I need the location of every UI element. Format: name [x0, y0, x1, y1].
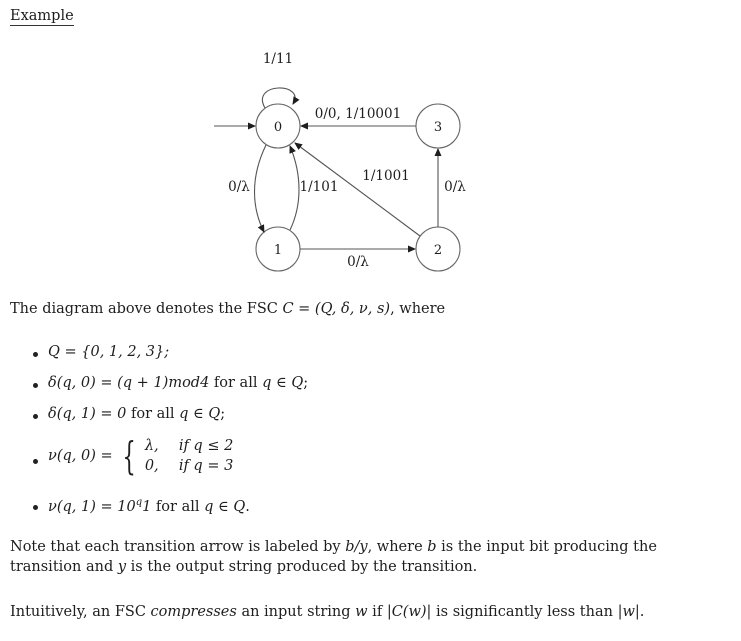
bullet-delta-1: δ(q, 1) = 0 for all q ∈ Q; [48, 406, 225, 422]
bullet-delta-0: δ(q, 0) = (q + 1)mod4 for all q ∈ Q; [48, 375, 308, 391]
states-set: Q = {0, 1, 2, 3}; [48, 344, 170, 360]
bullet-dot [33, 459, 38, 464]
edge-2-to-0 [294, 142, 421, 237]
note-paragraph: Note that each transition arrow is label… [10, 537, 729, 577]
nu-1-sup: q [135, 497, 143, 508]
intuition-emphasis: compresses [150, 604, 237, 620]
intuition-math-1: w [355, 604, 368, 620]
delta-1-end: ; [220, 406, 226, 422]
intro-math: C = (Q, δ, ν, s) [282, 301, 391, 317]
bullet-dot [33, 383, 38, 388]
nu-1-math2: q ∈ Q [204, 498, 246, 515]
bullet-dot [33, 352, 38, 357]
case-row-2: 0, if q = 3 [145, 456, 234, 476]
intro-pre: The diagram above denotes the FSC [10, 301, 283, 317]
note-text-2: , where [367, 539, 428, 555]
fsc-diagram: 0 1 2 3 1/11 0/0, 1/10001 0/λ 1/101 1/10… [214, 51, 466, 272]
delta-0-end: ; [303, 375, 309, 391]
case-2-value: 0, [144, 458, 159, 474]
intuition-text-5: . [639, 604, 645, 620]
note-text-1: Note that each transition arrow is label… [10, 539, 346, 555]
nu-1-math-end: 1 [142, 498, 152, 515]
section-heading: Example [10, 8, 74, 26]
edge-1-0-label: 1/101 [300, 179, 339, 195]
intuition-text-3: if [367, 604, 387, 620]
intro-post: , where [390, 301, 446, 317]
note-math-1: b/y [345, 539, 368, 555]
case-1-value: λ, [144, 438, 159, 454]
note-math-2: b [427, 539, 437, 555]
self-loop-edge [262, 87, 300, 109]
case-1-condition: if q ≤ 2 [178, 438, 234, 454]
delta-0-text: for all [209, 375, 263, 391]
nu-0-cases: λ, if q ≤ 2 0, if q = 3 [145, 436, 234, 476]
nu-1-text: for all [151, 498, 205, 515]
nu-0-lhs: ν(q, 0) = [48, 448, 113, 464]
edge-2-3-label: 0/λ [444, 179, 466, 195]
case-2-condition: if q = 3 [178, 458, 234, 474]
intuition-math-2: |C(w)| [386, 604, 432, 620]
bullet-dot [33, 505, 38, 510]
bullet-nu-0: ν(q, 0) = { λ, if q ≤ 2 0, if q = 3 [48, 436, 233, 476]
delta-1-math: δ(q, 1) = 0 [48, 406, 127, 422]
intuition-text-2: an input string [236, 604, 356, 620]
bullet-nu-1: ν(q, 1) = 10q1 for all q ∈ Q. [48, 497, 250, 515]
intuition-math-3: |w| [617, 604, 640, 620]
edge-0-to-1 [253, 144, 267, 233]
note-math-3: y [117, 559, 127, 575]
state-2-label: 2 [434, 243, 442, 258]
intuition-paragraph: Intuitively, an FSC compresses an input … [10, 604, 644, 620]
intuition-text-1: Intuitively, an FSC [10, 604, 151, 620]
state-1-label: 1 [274, 243, 282, 258]
state-3-label: 3 [434, 120, 442, 135]
edge-0-1-label: 0/λ [228, 179, 250, 195]
delta-0-math2: q ∈ Q [262, 375, 304, 391]
delta-1-math2: q ∈ Q [179, 406, 221, 422]
edge-1-2-label: 0/λ [347, 254, 369, 270]
note-text-4: is the output string produced by the tra… [126, 559, 478, 575]
self-loop-label: 1/11 [263, 51, 293, 67]
bullet-dot [33, 414, 38, 419]
case-row-1: λ, if q ≤ 2 [145, 436, 234, 456]
edge-3-0-label: 0/0, 1/10001 [315, 106, 401, 122]
delta-1-text: for all [126, 406, 180, 422]
edge-2-0-label: 1/1001 [362, 168, 410, 184]
nu-1-math: ν(q, 1) = 10 [48, 498, 136, 515]
bullet-states: Q = {0, 1, 2, 3}; [48, 344, 169, 360]
intro-sentence: The diagram above denotes the FSC C = (Q… [10, 301, 445, 317]
note-text-3: is the input bit producing the transitio… [10, 539, 657, 575]
intuition-text-4: is significantly less than [431, 604, 618, 620]
state-0-label: 0 [274, 120, 282, 135]
delta-0-math: δ(q, 0) = (q + 1)mod4 [48, 375, 210, 391]
cases-brace: { [122, 434, 136, 478]
nu-1-end: . [245, 498, 250, 515]
edge-1-to-0 [289, 145, 300, 231]
